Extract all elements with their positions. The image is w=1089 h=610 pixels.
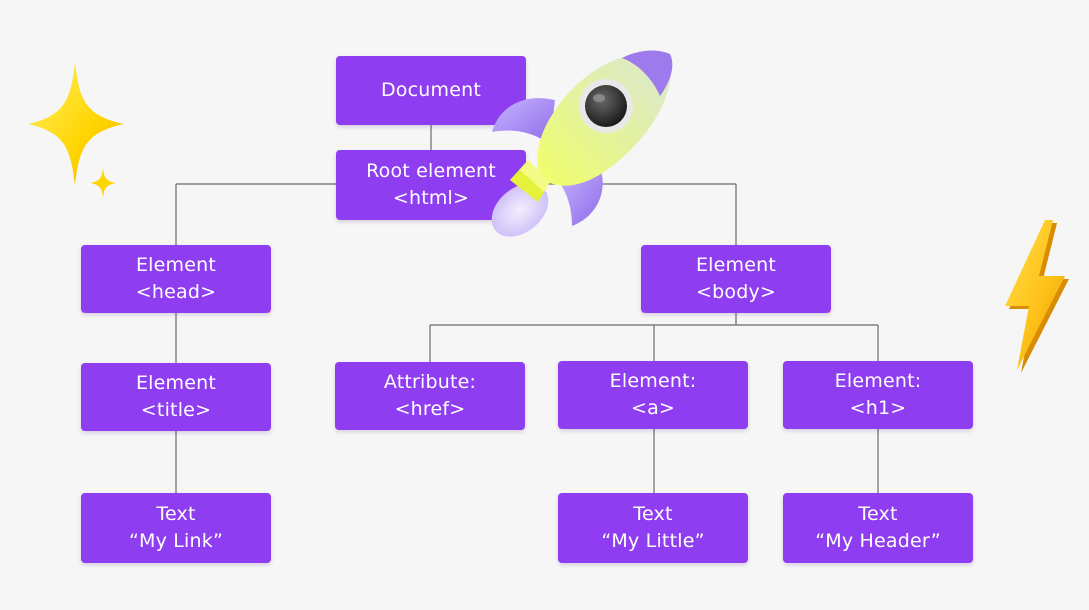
node-text-little-value: “My Little” [601, 530, 705, 552]
node-document-label: Document [380, 79, 482, 101]
node-head-element: Element <head> [81, 245, 271, 313]
node-text-link-label: Text [156, 503, 196, 525]
node-text-link-value: “My Link” [128, 530, 224, 552]
node-anchor-label: Element: [609, 370, 697, 392]
small-sparkle-icon [90, 168, 116, 198]
node-text-little-label: Text [633, 503, 673, 525]
node-root-label: Root element [366, 160, 496, 182]
sparkle-icon [28, 62, 124, 186]
node-head-tag: <head> [135, 281, 217, 303]
node-document: Document [336, 56, 526, 125]
node-text-header-value: “My Header” [815, 530, 941, 552]
node-text-my-link: Text “My Link” [81, 493, 271, 563]
rocket-icon [491, 50, 673, 237]
node-anchor-element: Element: <a> [558, 361, 748, 429]
node-attribute-tag: <href> [394, 398, 466, 420]
node-title-label: Element [135, 372, 217, 394]
node-attribute-href: Attribute: <href> [335, 362, 525, 430]
lightning-bolt-icon [1005, 220, 1069, 373]
node-text-my-header: Text “My Header” [783, 493, 973, 563]
node-body-label: Element [695, 254, 777, 276]
node-title-tag: <title> [140, 399, 212, 421]
node-text-my-little: Text “My Little” [558, 493, 748, 563]
node-attribute-label: Attribute: [383, 371, 477, 393]
node-body-tag: <body> [695, 281, 777, 303]
node-root-tag: <html> [392, 187, 470, 209]
node-text-header-label: Text [858, 503, 898, 525]
node-anchor-tag: <a> [630, 397, 676, 419]
node-h1-element: Element: <h1> [783, 361, 973, 429]
node-title-element: Element <title> [81, 363, 271, 431]
node-h1-tag: <h1> [849, 397, 907, 419]
node-body-element: Element <body> [641, 245, 831, 313]
node-head-label: Element [135, 254, 217, 276]
node-h1-label: Element: [834, 370, 922, 392]
